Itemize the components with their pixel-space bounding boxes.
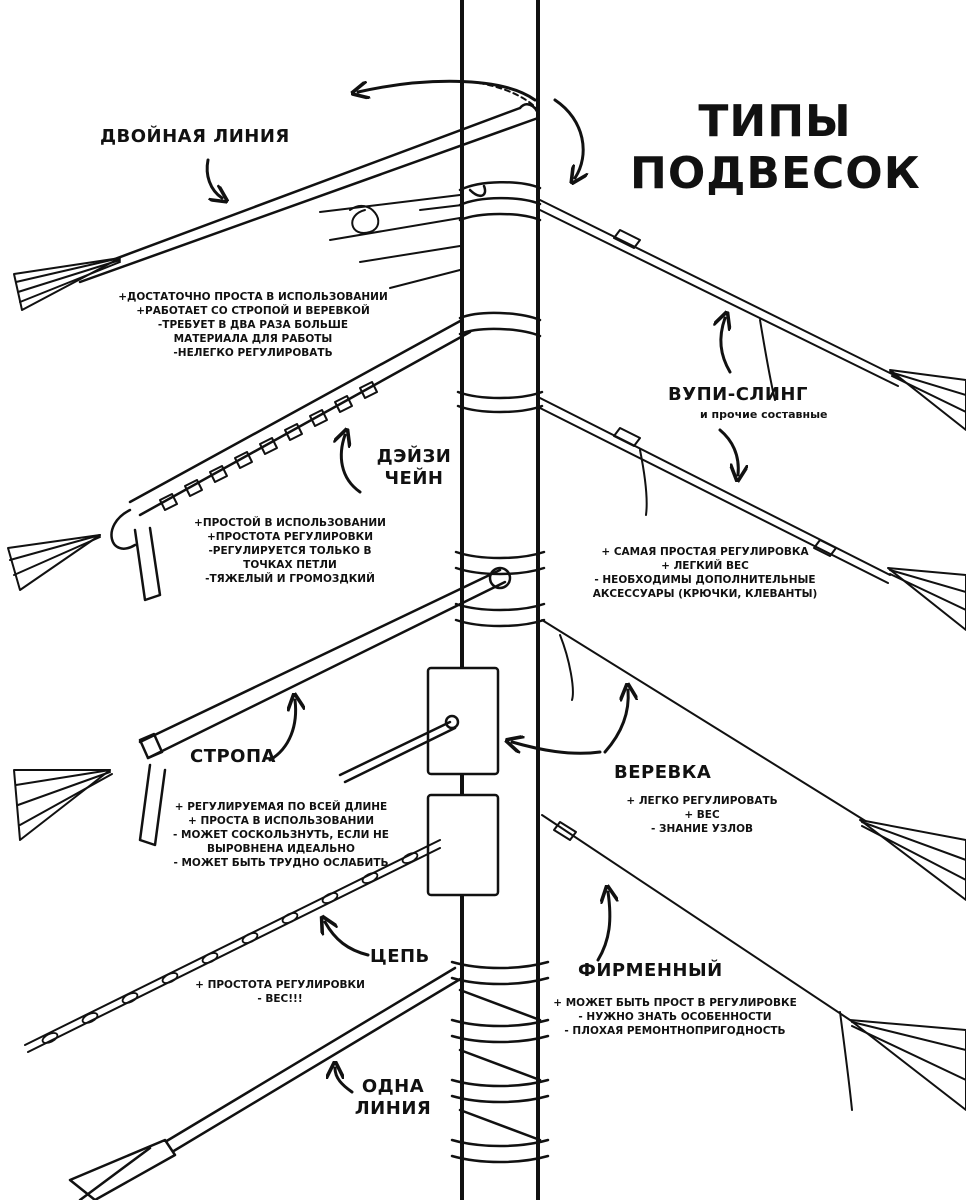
notes-rope: + ЛЕГКО РЕГУЛИРОВАТЬ + ВЕС - ЗНАНИЕ УЗЛО…: [612, 794, 792, 836]
note-item: ВЫРОВНЕНА ИДЕАЛЬНО: [207, 843, 355, 855]
label-brand: ФИРМЕННЫЙ: [578, 960, 723, 981]
note-item: + ПРОСТА В ИСПОЛЬЗОВАНИИ: [188, 815, 374, 827]
label-line: ЛИНИЯ: [354, 1098, 432, 1119]
note-item: + МОЖЕТ БЫТЬ ПРОСТ В РЕГУЛИРОВКЕ: [553, 997, 797, 1009]
label-whoopie-sling: ВУПИ-СЛИНГ: [668, 384, 808, 405]
note-item: -ТЯЖЕЛЫЙ И ГРОМОЗДКИЙ: [205, 573, 375, 585]
note-item: +ДОСТАТОЧНО ПРОСТА В ИСПОЛЬЗОВАНИИ: [118, 291, 388, 303]
note-item: +ПРОСТОТА РЕГУЛИРОВКИ: [206, 531, 374, 543]
note-item: - МОЖЕТ БЫТЬ ТРУДНО ОСЛАБИТЬ: [173, 857, 389, 869]
label-line: ЧЕЙН: [384, 468, 444, 489]
single-line-suspension: [68, 966, 464, 1200]
label-daisy-chain: ДЭЙЗИ ЧЕЙН: [374, 446, 454, 490]
note-item: МАТЕРИАЛА ДЛЯ РАБОТЫ: [173, 333, 333, 345]
title-line-2: ПОДВЕСОК: [630, 148, 921, 199]
notes-brand: + МОЖЕТ БЫТЬ ПРОСТ В РЕГУЛИРОВКЕ - НУЖНО…: [550, 996, 800, 1038]
note-item: - ПЛОХАЯ РЕМОНТНОПРИГОДНОСТЬ: [564, 1025, 786, 1037]
rope-suspension: [541, 619, 966, 901]
brand-suspension: [541, 814, 966, 1111]
notes-daisy-chain: +ПРОСТОЙ В ИСПОЛЬЗОВАНИИ +ПРОСТОТА РЕГУЛ…: [185, 516, 395, 586]
tree-wrap-mid: [456, 390, 544, 414]
note-item: +ПРОСТОЙ В ИСПОЛЬЗОВАНИИ: [194, 517, 386, 529]
arrows: [205, 79, 738, 1094]
note-item: -ТРЕБУЕТ В ДВА РАЗА БОЛЬШЕ: [157, 319, 349, 331]
notes-double-line: +ДОСТАТОЧНО ПРОСТА В ИСПОЛЬЗОВАНИИ +РАБО…: [108, 290, 398, 360]
page-title: ТИПЫ ПОДВЕСОК: [630, 96, 920, 200]
label-webbing-strap: СТРОПА: [190, 746, 276, 767]
note-item: + ПРОСТОТА РЕГУЛИРОВКИ: [195, 979, 365, 991]
note-item: + ВЕС: [684, 809, 720, 821]
note-item: + САМАЯ ПРОСТАЯ РЕГУЛИРОВКА: [601, 546, 809, 558]
hammock-end-daisy-chain: [7, 534, 101, 591]
note-item: - ВЕС!!!: [257, 993, 303, 1005]
label-line: ОДНА: [361, 1076, 425, 1097]
notes-webbing-strap: + РЕГУЛИРУЕМАЯ ПО ВСЕЙ ДЛИНЕ + ПРОСТА В …: [168, 800, 394, 870]
note-item: + ЛЕГКИЙ ВЕС: [661, 560, 749, 572]
double-line-suspension: [78, 81, 540, 284]
label-line: ДЭЙЗИ: [376, 446, 452, 467]
note-item: ТОЧКАХ ПЕТЛИ: [243, 559, 337, 571]
hammock-end-webbing: [13, 769, 113, 841]
subtitle-whoopie-sling: и прочие составные: [700, 408, 828, 421]
note-item: - НЕОБХОДИМЫ ДОПОЛНИТЕЛЬНЫЕ: [594, 574, 816, 586]
notes-chain: + ПРОСТОТА РЕГУЛИРОВКИ - ВЕС!!!: [190, 978, 370, 1006]
note-item: - НУЖНО ЗНАТЬ ОСОБЕННОСТИ: [578, 1011, 772, 1023]
note-item: АКСЕССУАРЫ (КРЮЧКИ, КЛЕВАНТЫ): [592, 588, 818, 600]
hammock-end-double-line: [13, 257, 121, 311]
note-item: + РЕГУЛИРУЕМАЯ ПО ВСЕЙ ДЛИНЕ: [174, 801, 388, 813]
chain-suspension: [24, 839, 441, 1053]
tree-trunk: [460, 0, 540, 1200]
hammock-end-whoopie-top: [889, 369, 966, 431]
label-double-line: ДВОЙНАЯ ЛИНИЯ: [100, 126, 290, 147]
note-item: -РЕГУЛИРУЕТСЯ ТОЛЬКО В: [208, 545, 372, 557]
note-item: -НЕЛЕГКО РЕГУЛИРОВАТЬ: [173, 347, 333, 359]
note-item: - МОЖЕТ СОСКОЛЬЗНУТЬ, ЕСЛИ НЕ: [173, 829, 389, 841]
tree-protector-pads: [338, 666, 500, 897]
label-rope: ВЕРЕВКА: [614, 762, 712, 783]
whoopie-sling-suspension-2: [539, 397, 891, 584]
webbing-strap-suspension: [138, 550, 546, 847]
hammock-end-whoopie-bottom: [887, 567, 966, 631]
loose-strands: [319, 194, 463, 289]
notes-whoopie-sling: + САМАЯ ПРОСТАЯ РЕГУЛИРОВКА + ЛЕГКИЙ ВЕС…: [590, 545, 820, 601]
tree-wrap-bottom: [450, 960, 550, 1164]
whoopie-sling-suspension: [539, 199, 901, 401]
note-item: +РАБОТАЕТ СО СТРОПОЙ И ВЕРЕВКОЙ: [136, 305, 370, 317]
tree-wrap-low: [454, 602, 546, 628]
daisy-chain-suspension: [110, 311, 542, 602]
title-line-1: ТИПЫ: [698, 96, 852, 147]
note-item: - ЗНАНИЕ УЗЛОВ: [651, 823, 753, 835]
label-single-line: ОДНА ЛИНИЯ: [350, 1076, 436, 1120]
note-item: + ЛЕГКО РЕГУЛИРОВАТЬ: [626, 795, 778, 807]
label-chain: ЦЕПЬ: [370, 946, 430, 967]
tree-wrap-top: [458, 181, 542, 222]
